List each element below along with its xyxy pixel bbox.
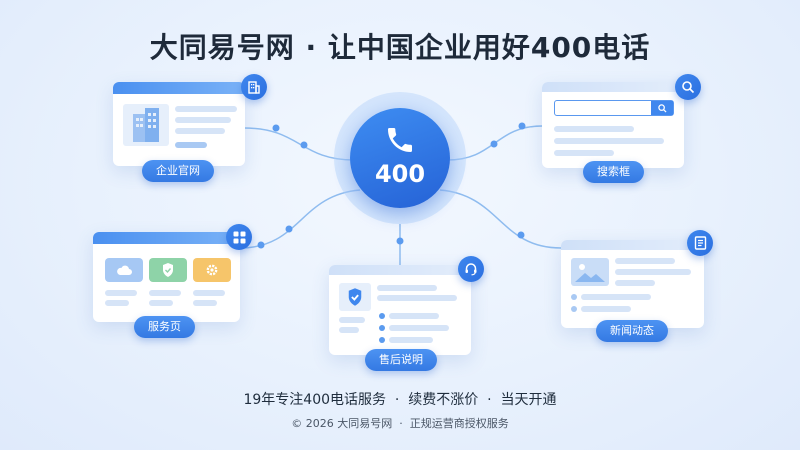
search-input-illustration	[554, 100, 674, 116]
shield-check-icon	[339, 283, 371, 311]
headset-icon	[458, 256, 484, 282]
connector-dot	[285, 225, 293, 233]
connector-dot	[490, 140, 498, 148]
website-card	[113, 82, 245, 166]
page-title: 大同易号网 · 让中国企业用好400电话	[149, 31, 651, 64]
service-label: 服务页	[134, 316, 195, 338]
phone-icon	[388, 128, 412, 152]
building-illustration	[123, 104, 169, 146]
search-icon	[675, 74, 701, 100]
center-number: 400	[374, 160, 426, 188]
window-dots	[119, 85, 143, 104]
website-label: 企业官网	[142, 160, 214, 182]
connector-website	[243, 127, 355, 161]
cloud-icon	[105, 258, 143, 282]
search-label: 搜索框	[583, 161, 644, 183]
grid-icon	[226, 224, 252, 250]
document-icon	[687, 230, 713, 256]
connector-dot	[300, 141, 308, 149]
center-400-node: 400	[350, 108, 450, 208]
search-card	[542, 82, 684, 168]
aftersale-card	[329, 265, 471, 355]
news-card	[561, 240, 704, 328]
shield-icon	[149, 258, 187, 282]
copyright: © 2026 大同易号网 · 正规运营商授权服务	[291, 417, 509, 430]
connector-dot	[396, 237, 404, 245]
connector-service	[239, 189, 361, 249]
service-card	[93, 232, 240, 322]
news-label: 新闻动态	[596, 320, 668, 342]
tagline: 19年专注400电话服务 · 续费不涨价 · 当天开通	[243, 392, 557, 408]
connector-news	[439, 189, 562, 249]
image-icon	[571, 258, 609, 286]
connector-dot	[518, 122, 526, 130]
gear-icon	[193, 258, 231, 282]
connector-dot	[272, 124, 280, 132]
building-icon	[241, 74, 267, 100]
connector-dot	[257, 241, 265, 249]
aftersale-label: 售后说明	[365, 349, 437, 371]
connector-dot	[517, 231, 525, 239]
